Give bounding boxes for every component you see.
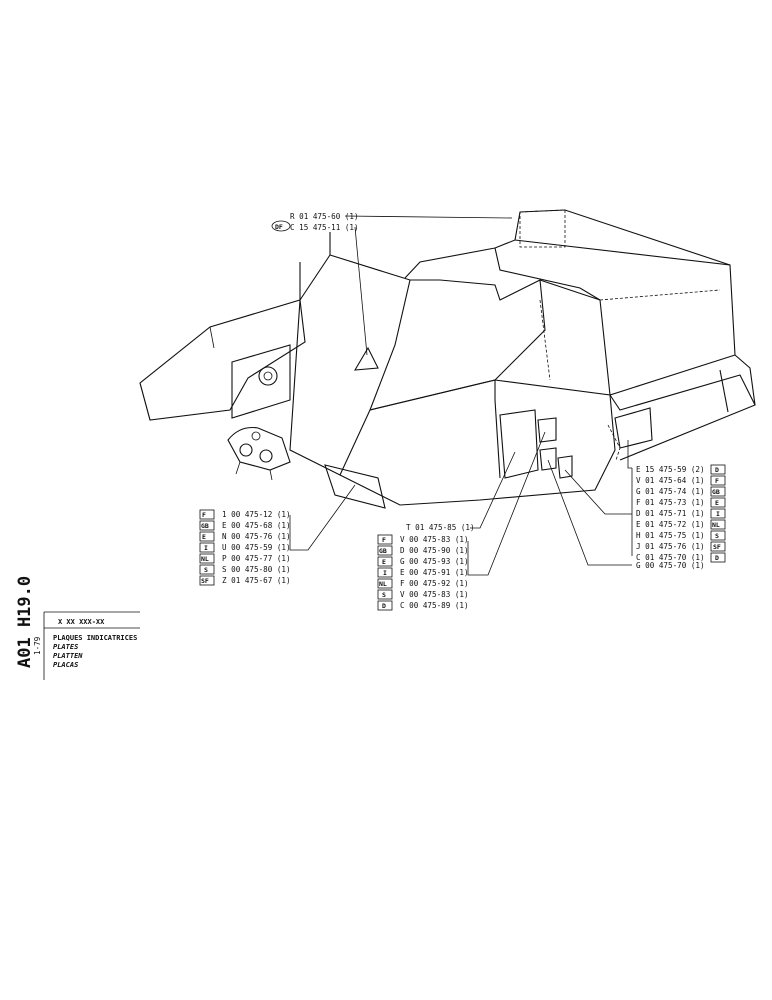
callout-label: V 01 475-64 (1) xyxy=(636,476,705,485)
language-tag: SF xyxy=(713,543,721,551)
callout-label: U 00 475-59 (1) xyxy=(222,543,291,552)
callout-label: F 01 475-73 (1) xyxy=(636,498,705,507)
callout-label: C 15 475-11 (1) xyxy=(290,223,359,232)
language-tag: NL xyxy=(201,555,209,563)
machine-body-drawing xyxy=(139,209,756,509)
language-tag: I xyxy=(204,544,208,552)
language-tag: F xyxy=(202,511,206,519)
callout-label: G 01 475-74 (1) xyxy=(636,487,705,496)
drawing-code: A01 H19.0 xyxy=(15,576,35,668)
language-tag: NL xyxy=(379,580,387,588)
title-fr: PLAQUES INDICATRICES xyxy=(53,634,137,642)
callout-label: H 01 475-75 (1) xyxy=(636,531,705,540)
language-tag: D xyxy=(715,554,719,562)
callout-label: V 00 475-83 (1) xyxy=(400,535,469,544)
center-callouts: T 01 475-85 (1) F V 00 475-83 (1) GB D 0… xyxy=(377,431,546,611)
callout-label: Z 01 475-67 (1) xyxy=(222,576,291,585)
callout-label: 1 00 475-12 (1) xyxy=(222,510,291,519)
callout-label: S 00 475-80 (1) xyxy=(222,565,291,574)
callout-label: G 00 475-70 (1) xyxy=(636,561,705,570)
language-tag: S xyxy=(715,532,719,540)
language-tag: D xyxy=(715,466,719,474)
callout-label: C 00 475-89 (1) xyxy=(400,601,469,610)
top-callouts: R 01 475-60 (1) DF C 15 475-11 (1) xyxy=(271,212,513,356)
language-tag: I xyxy=(383,569,387,577)
title-de: PLATTEN xyxy=(53,652,83,660)
tag-box xyxy=(199,509,215,520)
language-tag: SF xyxy=(201,577,209,585)
title-block: A01 H19.0 1-79 X XX XXX-XX PLAQUES INDIC… xyxy=(15,576,140,680)
left-callouts: F 1 00 475-12 (1) GB E 00 475-68 (1) E N… xyxy=(199,484,356,586)
callout-label: R 01 475-60 (1) xyxy=(290,212,359,221)
language-tag: D xyxy=(382,602,386,610)
title-es: PLACAS xyxy=(53,661,78,669)
drawing-date: 1-79 xyxy=(33,636,42,655)
callout-label: E 15 475-59 (2) xyxy=(636,465,705,474)
callout-label: V 00 475-83 (1) xyxy=(400,590,469,599)
callout-label: E 00 475-68 (1) xyxy=(222,521,291,530)
right-callouts: E 15 475-59 (2) D V 01 475-64 (1) F G 01… xyxy=(564,440,726,563)
language-tag: GB xyxy=(201,522,209,530)
bottom-callout: G 00 475-70 (1) xyxy=(547,459,705,570)
callout-label: D 01 475-71 (1) xyxy=(636,509,705,518)
callout-label: E 01 475-72 (1) xyxy=(636,520,705,529)
title-en: PLATES xyxy=(53,643,78,651)
language-tag: I xyxy=(716,510,720,518)
language-tag: NL xyxy=(712,521,720,529)
callout-label: F 00 475-92 (1) xyxy=(400,579,469,588)
language-tag: F xyxy=(382,536,386,544)
callout-label: N 00 475-76 (1) xyxy=(222,532,291,541)
language-tag: DF xyxy=(275,223,283,231)
language-tag: GB xyxy=(712,488,720,496)
callout-label: P 00 475-77 (1) xyxy=(222,554,291,563)
language-tag: E xyxy=(715,499,719,507)
language-tag: E xyxy=(382,558,386,566)
language-tag: GB xyxy=(379,547,387,555)
language-tag: F xyxy=(715,477,719,485)
callout-label: T 01 475-85 (1) xyxy=(406,523,475,532)
callout-label: D 00 475-90 (1) xyxy=(400,546,469,555)
language-tag: S xyxy=(204,566,208,574)
callout-label: J 01 475-76 (1) xyxy=(636,542,705,551)
callout-label: G 00 475-93 (1) xyxy=(400,557,469,566)
callout-label: C 01 475-70 (1) xyxy=(636,553,705,562)
callout-label: E 00 475-91 (1) xyxy=(400,568,469,577)
part-number: X XX XXX-XX xyxy=(58,618,105,626)
language-tag: S xyxy=(382,591,386,599)
language-tag: E xyxy=(202,533,206,541)
language-tag-df: DF xyxy=(271,220,291,232)
